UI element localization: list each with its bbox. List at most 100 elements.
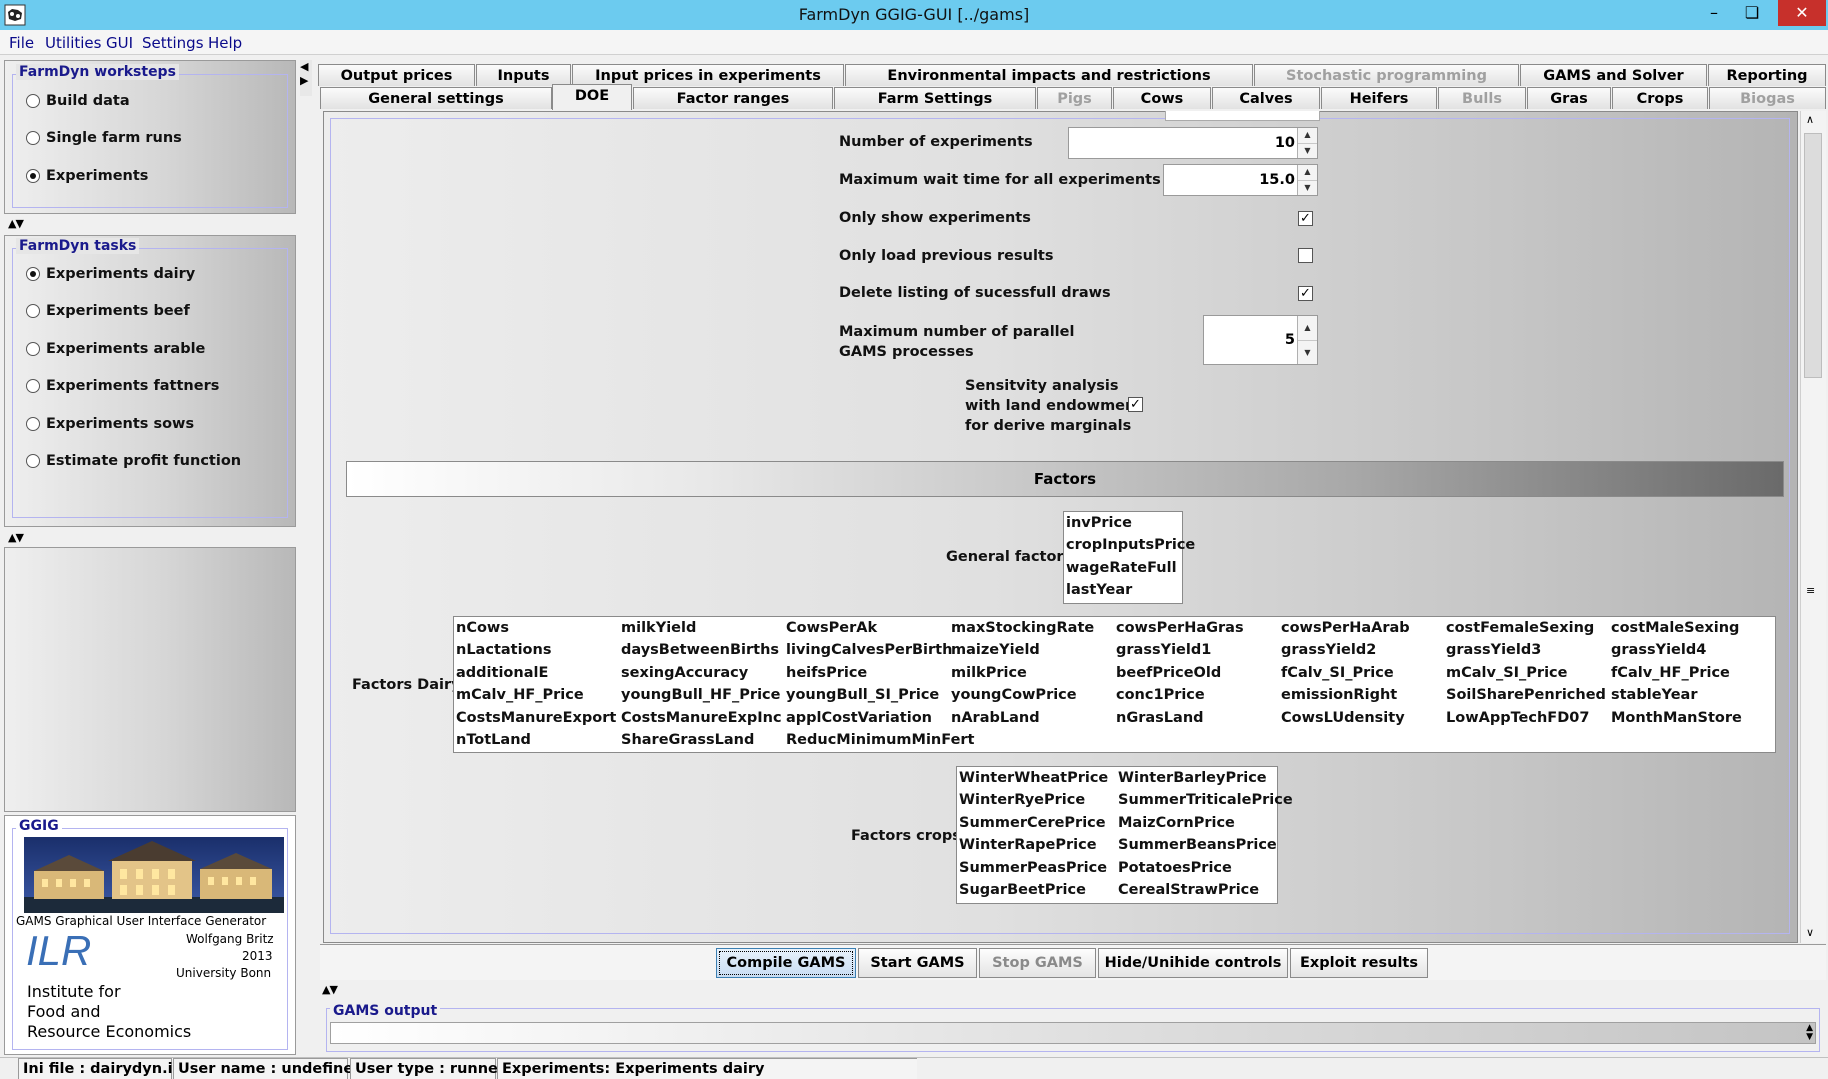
tab-biogas[interactable]: Biogas <box>1709 87 1826 109</box>
radio-experiments-fattners[interactable]: Experiments fattners <box>26 375 219 397</box>
tab-stochastic-programming[interactable]: Stochastic programming <box>1254 64 1519 86</box>
list-item[interactable]: SummerBeansPrice <box>1118 837 1277 853</box>
tab-gras[interactable]: Gras <box>1527 87 1611 109</box>
list-item[interactable]: youngCowPrice <box>951 687 1077 703</box>
list-item[interactable]: CowsPerAk <box>786 620 878 636</box>
list-item[interactable]: mCalv_HF_Price <box>456 687 584 703</box>
list-item[interactable]: conc1Price <box>1116 687 1205 703</box>
content-scrollbar[interactable]: ∧ ≡ ∨ <box>1800 111 1826 943</box>
scroll-thumb[interactable] <box>1804 133 1822 378</box>
list-item[interactable]: nLactations <box>456 642 552 658</box>
tab-factor-ranges[interactable]: Factor ranges <box>633 87 833 109</box>
list-item[interactable]: fCalv_HF_Price <box>1611 665 1730 681</box>
tab-gams-and-solver[interactable]: GAMS and Solver <box>1520 64 1707 86</box>
max-wait-value[interactable]: 15.0 <box>1259 172 1295 188</box>
start-gams-button[interactable]: Start GAMS <box>858 948 977 978</box>
list-item[interactable]: cropInputsPrice <box>1066 537 1196 553</box>
max-parallel-spinner[interactable]: 5 ▲ ▼ <box>1203 315 1318 365</box>
tab-general-settings[interactable]: General settings <box>320 87 552 109</box>
spinner-up-icon[interactable]: ▲ <box>1304 167 1311 176</box>
tab-bulls[interactable]: Bulls <box>1438 87 1526 109</box>
list-item[interactable]: CostsManureExpInc <box>621 710 782 726</box>
list-item[interactable]: SoilSharePenriched <box>1446 687 1606 703</box>
radio-single-farm-runs[interactable]: Single farm runs <box>26 127 182 149</box>
tab-output-prices[interactable]: Output prices <box>318 64 475 86</box>
list-item[interactable]: daysBetweenBirths <box>621 642 780 658</box>
spinner-arrows[interactable]: ▲ ▼ <box>1297 316 1317 364</box>
splitter-arrows-icon[interactable]: ▲▼ <box>8 531 24 544</box>
spinner-arrows[interactable]: ▲ ▼ <box>1297 165 1317 195</box>
list-item[interactable]: grassYield1 <box>1116 642 1212 658</box>
radio-indicator-selected[interactable] <box>26 267 40 281</box>
spinner-down-icon[interactable]: ▼ <box>1298 180 1317 195</box>
hide-unhide-controls-button[interactable]: Hide/Unihide controls <box>1098 948 1288 978</box>
list-item[interactable]: WinterRyePrice <box>959 792 1086 808</box>
menu-settings[interactable]: Settings <box>142 34 204 52</box>
minimize-button[interactable]: – <box>1692 0 1736 26</box>
splitter-arrows-icon[interactable]: ▲▼ <box>322 983 338 996</box>
num-experiments-spinner[interactable]: 10 ▲ ▼ <box>1068 127 1318 159</box>
tab-heifers[interactable]: Heifers <box>1321 87 1437 109</box>
list-item[interactable]: SummerTriticalePrice <box>1118 792 1293 808</box>
list-item[interactable]: MonthManStore <box>1611 710 1742 726</box>
list-item[interactable]: stableYear <box>1611 687 1698 703</box>
list-item[interactable]: invPrice <box>1066 515 1132 531</box>
list-item[interactable]: heifsPrice <box>786 665 868 681</box>
delete-listing-checkbox[interactable]: ✓ <box>1298 286 1313 301</box>
radio-indicator[interactable] <box>26 94 40 108</box>
radio-experiments[interactable]: Experiments <box>26 165 148 187</box>
num-experiments-value[interactable]: 10 <box>1274 135 1295 151</box>
gams-output-spinner-icon[interactable]: ▲▼ <box>1806 1023 1813 1042</box>
compile-gams-button[interactable]: Compile GAMS <box>716 948 856 978</box>
list-item[interactable]: costMaleSexing <box>1611 620 1740 636</box>
radio-indicator[interactable] <box>26 304 40 318</box>
list-item[interactable]: CerealStrawPrice <box>1118 882 1260 898</box>
list-item[interactable]: ShareGrassLand <box>621 732 755 748</box>
collapse-left-panel-button[interactable]: ◀ ▶ <box>300 60 312 96</box>
tab-crops[interactable]: Crops <box>1612 87 1708 109</box>
list-item[interactable]: cowsPerHaGras <box>1116 620 1244 636</box>
list-item[interactable]: CowsLUdensity <box>1281 710 1405 726</box>
radio-indicator[interactable] <box>26 454 40 468</box>
only-show-checkbox[interactable]: ✓ <box>1298 211 1313 226</box>
radio-indicator[interactable] <box>26 342 40 356</box>
list-item[interactable]: wageRateFull <box>1066 560 1177 576</box>
max-wait-spinner[interactable]: 15.0 ▲ ▼ <box>1163 164 1318 196</box>
list-item[interactable]: beefPriceOld <box>1116 665 1222 681</box>
list-item[interactable]: SummerPeasPrice <box>959 860 1108 876</box>
menu-help[interactable]: Help <box>208 34 243 52</box>
list-item[interactable]: mCalv_SI_Price <box>1446 665 1568 681</box>
list-item[interactable]: cowsPerHaArab <box>1281 620 1410 636</box>
list-item[interactable]: milkPrice <box>951 665 1027 681</box>
list-item[interactable]: maizeYield <box>951 642 1040 658</box>
radio-indicator-selected[interactable] <box>26 169 40 183</box>
radio-experiments-dairy[interactable]: Experiments dairy <box>26 263 195 285</box>
list-item[interactable]: CostsManureExport <box>456 710 617 726</box>
list-item[interactable]: nGrasLand <box>1116 710 1204 726</box>
list-item[interactable]: livingCalvesPerBirth <box>786 642 953 658</box>
list-item[interactable]: maxStockingRate <box>951 620 1095 636</box>
tab-reporting[interactable]: Reporting <box>1708 64 1826 86</box>
tab-input-prices-in-experiments[interactable]: Input prices in experiments <box>572 64 844 86</box>
menu-file[interactable]: File <box>9 34 35 52</box>
list-item[interactable]: LowAppTechFD07 <box>1446 710 1590 726</box>
general-factors-list[interactable]: invPrice cropInputsPrice wageRateFull la… <box>1063 511 1195 604</box>
list-item[interactable]: grassYield4 <box>1611 642 1707 658</box>
splitter-arrows-icon[interactable]: ▲▼ <box>8 217 24 230</box>
list-item[interactable]: WinterBarleyPrice <box>1118 770 1267 786</box>
spinner-arrows[interactable]: ▲ ▼ <box>1297 128 1317 158</box>
list-item[interactable]: WinterRapePrice <box>959 837 1097 853</box>
tab-cows[interactable]: Cows <box>1113 87 1211 109</box>
scroll-down-icon[interactable]: ∨ <box>1806 926 1815 939</box>
gams-output-text[interactable]: ▲▼ <box>330 1022 1816 1044</box>
spinner-up-icon[interactable]: ▲ <box>1304 130 1311 139</box>
list-item[interactable]: nTotLand <box>456 732 531 748</box>
tab-pigs[interactable]: Pigs <box>1037 87 1112 109</box>
list-item[interactable]: sexingAccuracy <box>621 665 749 681</box>
tab-doe[interactable]: DOE <box>552 84 632 110</box>
radio-build-data[interactable]: Build data <box>26 90 130 112</box>
tab-farm-settings[interactable]: Farm Settings <box>834 87 1036 109</box>
list-item[interactable]: lastYear <box>1066 582 1133 598</box>
